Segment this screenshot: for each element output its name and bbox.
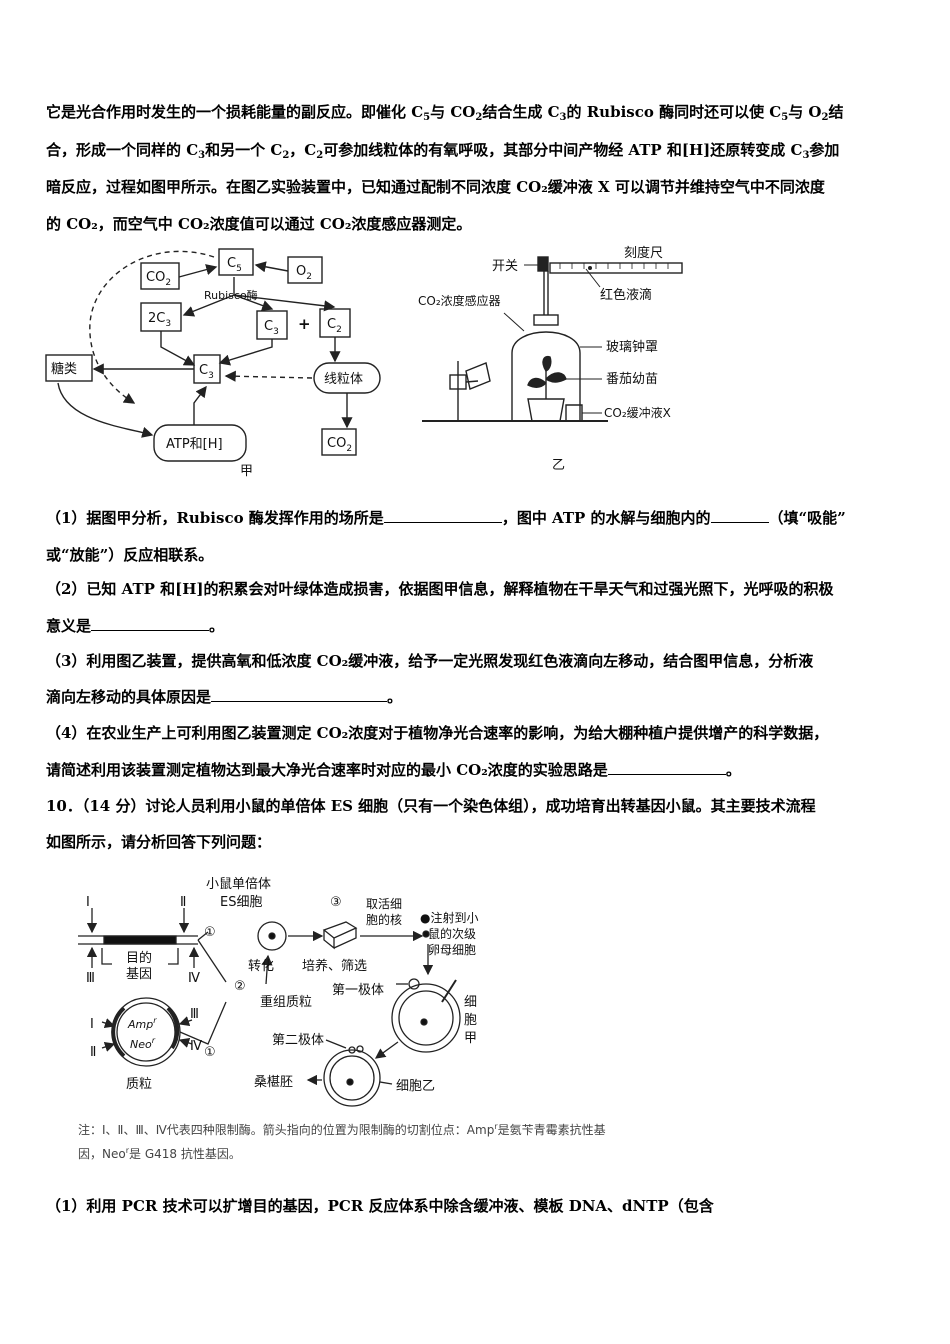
svg-text:①: ① — [204, 925, 216, 940]
svg-text:注：Ⅰ、Ⅱ、Ⅲ、Ⅳ代表四种限制酶。箭头指向的位置为限制酶的切: 注：Ⅰ、Ⅱ、Ⅲ、Ⅳ代表四种限制酶。箭头指向的位置为限制酶的切割位点：Ampr是氨… — [78, 1122, 606, 1137]
svg-text:甲: 甲 — [464, 1031, 477, 1046]
intro-line-3: 暗反应，过程如图甲所示。在图乙实验装置中，已知通过配制不同浓度 CO₂缓冲液 X… — [46, 178, 825, 196]
svg-text:CO₂缓冲液X: CO₂缓冲液X — [604, 405, 671, 420]
svg-text:转化: 转化 — [248, 959, 274, 974]
svg-text:C2: C2 — [327, 317, 342, 335]
svg-text:O2: O2 — [296, 264, 312, 282]
cell-jia — [391, 983, 461, 1053]
box-atp — [153, 424, 247, 462]
question-10-line-2: 如图所示，请分析回答下列问题： — [46, 833, 272, 851]
box-co2 — [140, 262, 180, 290]
svg-text:刻度尺: 刻度尺 — [624, 245, 663, 261]
svg-text:甲: 甲 — [240, 464, 253, 479]
svg-text:质粒: 质粒 — [126, 1077, 152, 1092]
svg-text:红色液滴: 红色液滴 — [600, 287, 652, 303]
svg-text:乙: 乙 — [552, 458, 565, 473]
answer-blank[interactable] — [710, 508, 769, 523]
svg-text:Ⅱ: Ⅱ — [90, 1045, 96, 1060]
svg-text:胞: 胞 — [464, 1013, 477, 1028]
svg-text:番茄幼苗: 番茄幼苗 — [606, 372, 658, 387]
es-cell — [257, 921, 287, 951]
svg-text:Ⅲ: Ⅲ — [86, 971, 95, 986]
svg-text:+: + — [298, 315, 311, 333]
answer-blank[interactable] — [211, 687, 388, 702]
svg-text:重组质粒: 重组质粒 — [260, 994, 312, 1010]
svg-text:基因: 基因 — [126, 967, 152, 982]
question-3-line-1: （3）利用图乙装置，提供高氧和低浓度 CO₂缓冲液，给予一定光照发现红色液滴向左… — [46, 652, 814, 670]
question-2-line-2: 意义是。 — [46, 616, 225, 635]
figure-transgenic: Ⅰ Ⅱ Ⅲ Ⅳ 目的 基因 ① ② ① Ⅰ Ⅱ Ⅲ Ⅳ Ampr Neor 质粒… — [78, 877, 606, 1161]
svg-text:CO₂浓度感应器: CO₂浓度感应器 — [418, 293, 501, 308]
question-10-line-1: 10．（14 分）讨论人员利用小鼠的单倍体 ES 细胞（只有一个染色体组），成功… — [46, 797, 816, 815]
question-1-line-1: （1）据图甲分析，Rubisco 酶发挥作用的场所是，图中 ATP 的水解与细胞… — [46, 508, 846, 527]
svg-text:CO2: CO2 — [146, 270, 171, 288]
svg-text:胞的核: 胞的核 — [366, 912, 402, 927]
answer-blank[interactable] — [607, 760, 726, 775]
svg-text:玻璃钟罩: 玻璃钟罩 — [606, 339, 658, 355]
svg-text:Ⅳ: Ⅳ — [190, 1039, 202, 1054]
svg-text:2C3: 2C3 — [148, 311, 171, 329]
question-2-line-1: （2）已知 ATP 和[H]的积累会对叶绿体造成损害，依据图甲信息，解释植物在干… — [46, 580, 834, 598]
svg-text:小鼠单倍体: 小鼠单倍体 — [206, 877, 271, 892]
svg-text:目的: 目的 — [126, 950, 152, 966]
svg-text:ATP和[H]: ATP和[H] — [166, 437, 223, 452]
svg-text:③: ③ — [330, 895, 342, 910]
target-gene — [103, 935, 177, 945]
intro-line-2: 合，形成一个同样的 C3和另一个 C2，C2可参加线粒体的有氧呼吸，其部分中间产… — [46, 141, 840, 161]
question-3-line-2: 滴向左移动的具体原因是。 — [46, 687, 403, 706]
svg-text:取活细: 取活细 — [366, 897, 402, 911]
svg-text:ES细胞: ES细胞 — [220, 895, 262, 910]
svg-text:C3: C3 — [199, 363, 214, 381]
svg-text:开关: 开关 — [492, 259, 518, 274]
intro-line-4: 的 CO₂，而空气中 CO₂浓度值可以通过 CO₂浓度感应器测定。 — [46, 215, 472, 233]
svg-text:CO2: CO2 — [327, 436, 352, 454]
svg-text:糖类: 糖类 — [51, 361, 77, 377]
svg-text:第二极体: 第二极体 — [272, 1033, 324, 1048]
answer-blank[interactable] — [91, 616, 210, 631]
svg-text:Neor: Neor — [130, 1036, 156, 1051]
svg-text:鼠的次级: 鼠的次级 — [428, 926, 476, 941]
box-o2 — [287, 256, 323, 284]
svg-text:C5: C5 — [227, 256, 242, 274]
svg-text:培养、筛选: 培养、筛选 — [302, 958, 367, 974]
figure-jia: CO2 C5 O2 Rubisco酶 2C3 C3 + C2 糖类 C3 线粒体… — [45, 248, 381, 479]
question-4-line-1: （4）在农业生产上可利用图乙装置测定 CO₂浓度对于植物净光合速率的影响，为给大… — [46, 724, 829, 742]
svg-text:①: ① — [204, 1045, 216, 1060]
box-sugar — [45, 354, 93, 382]
svg-text:Ⅳ: Ⅳ — [188, 971, 200, 986]
svg-text:C3: C3 — [264, 319, 279, 337]
cell-yi — [323, 1049, 381, 1107]
figure-yi: 开关 刻度尺 CO₂浓度感应器 红色液滴 玻璃钟罩 番茄幼苗 CO₂缓冲液X 乙 — [418, 245, 683, 473]
svg-text:Ⅲ: Ⅲ — [190, 1007, 199, 1022]
svg-text:Rubisco酶: Rubisco酶 — [204, 289, 258, 302]
question-10-part-1: （1）利用 PCR 技术可以扩增目的基因，PCR 反应体系中除含缓冲液、模板 D… — [46, 1197, 714, 1215]
svg-text:桑椹胚: 桑椹胚 — [254, 1075, 293, 1090]
svg-text:线粒体: 线粒体 — [324, 372, 363, 387]
svg-text:第一极体: 第一极体 — [332, 983, 384, 998]
question-4-line-2: 请简述利用该装置测定植物达到最大净光合速率时对应的最小 CO₂浓度的实验思路是。 — [46, 760, 741, 779]
svg-text:Ⅰ: Ⅰ — [86, 895, 90, 910]
svg-text:●注射到小: ●注射到小 — [420, 910, 478, 925]
svg-text:卵母细胞: 卵母细胞 — [428, 943, 476, 957]
intro-line-1: 它是光合作用时发生的一个损耗能量的副反应。即催化 C5与 CO2结合生成 C3的… — [46, 103, 844, 123]
svg-text:细: 细 — [464, 995, 477, 1010]
svg-text:Ampr: Ampr — [127, 1016, 157, 1031]
svg-text:Ⅰ: Ⅰ — [90, 1017, 94, 1032]
question-1-line-2: 或“放能”）反应相联系。 — [46, 546, 214, 564]
answer-blank[interactable] — [383, 508, 502, 523]
svg-text:Ⅱ: Ⅱ — [180, 895, 186, 910]
ruler — [549, 262, 683, 274]
svg-text:因，Neor是 G418 抗性基因。: 因，Neor是 G418 抗性基因。 — [78, 1146, 241, 1161]
svg-text:细胞乙: 细胞乙 — [396, 1079, 435, 1094]
box-c5 — [218, 248, 254, 276]
box-co2-out — [321, 428, 357, 456]
svg-text:②: ② — [234, 979, 246, 994]
